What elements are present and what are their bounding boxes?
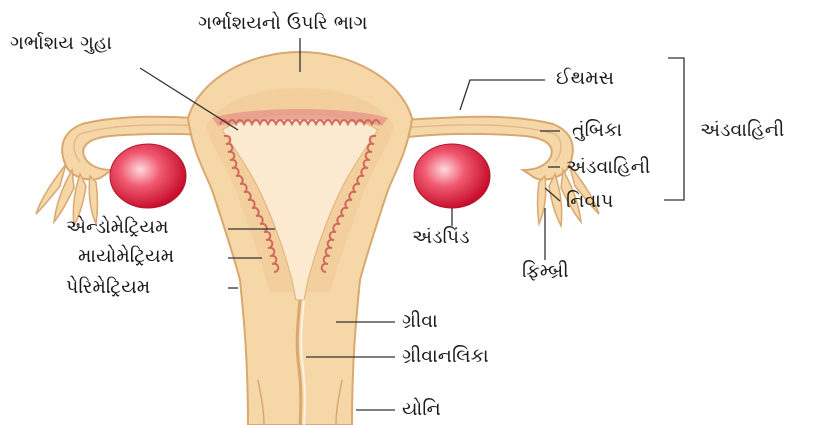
fundus-label: ગર્ભાશયનો ઉપરિ ભાગ [198,14,367,33]
isthmus-label: ઈથમસ [556,69,614,88]
right-ovary [414,144,490,208]
cervical-canal-label: ગ્રીવાનલિકા [402,347,489,366]
uterine-cavity-label: ગર્ભાશય ગુહા [10,34,112,53]
oviduct-label: અંડવાહિની [566,158,650,177]
fallopian-tube-group-label: અંડવાહિની [700,121,784,140]
ampulla-label: તુંબિકા [572,121,622,140]
infundibulum-label: નિવાપ [566,192,613,211]
endometrium-label: એન્ડોમેટ્રિયમ [66,218,169,237]
vagina-label: યોનિ [402,400,441,419]
left-ovary [110,144,186,208]
ovary-label: અંડપિંડ [412,228,470,247]
cervix-label: ગ્રીવા [402,312,438,331]
myometrium-label: માયોમેટ્રિયમ [78,247,174,266]
fimbriae-label: ફિમ્બ્રી [522,262,569,281]
perimetrium-label: પેરિમેટ્રિયમ [66,278,150,297]
